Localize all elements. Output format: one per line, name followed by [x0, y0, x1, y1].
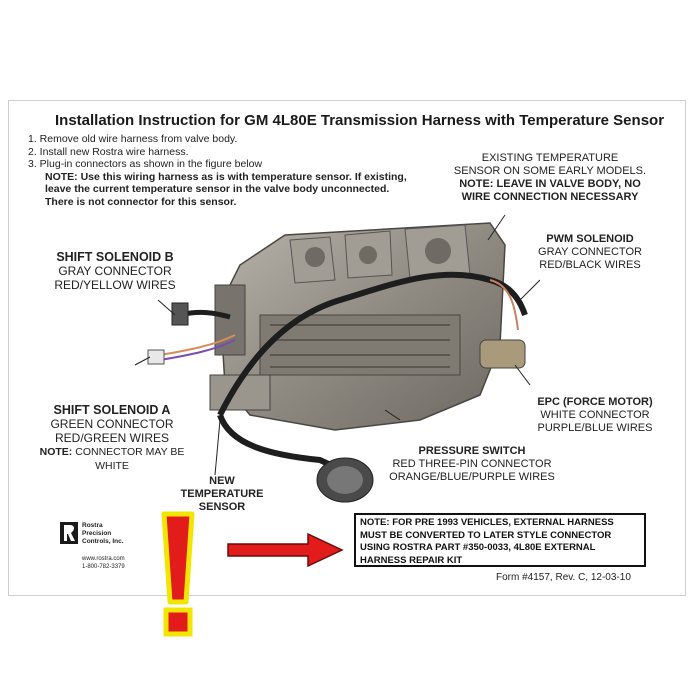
page-title: Installation Instruction for GM 4L80E Tr… — [55, 112, 665, 129]
valve-body-illustration — [134, 214, 540, 503]
wire-harness — [217, 271, 528, 417]
step-1: 1. Remove old wire harness from valve bo… — [28, 133, 238, 145]
shift-solenoid-a-callout: SHIFT SOLENOID A GREEN CONNECTOR RED/GRE… — [39, 403, 185, 472]
step-2: 2. Install new Rostra wire harness. — [28, 145, 189, 158]
logo-website: www.rostra.com — [82, 556, 125, 562]
right-arrow-icon — [227, 532, 344, 568]
pre-1993-notice: NOTE: FOR PRE 1993 VEHICLES, EXTERNAL HA… — [354, 513, 646, 567]
epc-solenoid — [479, 339, 526, 369]
shift-a-connector — [147, 349, 165, 365]
instruction-steps: 1. Remove old wire harness from valve bo… — [28, 133, 407, 208]
new-temp-sensor-callout: NEW TEMPERATURE SENSOR — [180, 475, 264, 513]
rostra-logo-icon — [60, 522, 78, 544]
existing-temp-callout: EXISTING TEMPERATURE SENSOR ON SOME EARL… — [453, 152, 647, 203]
shift-b-connector — [171, 302, 189, 326]
logo-phone: 1-800-782-3379 — [82, 564, 125, 570]
pressure-switch-callout: PRESSURE SWITCH RED THREE-PIN CONNECTOR … — [389, 445, 555, 483]
usage-note: NOTE: Use this wiring harness as is with… — [45, 170, 407, 208]
pwm-solenoid-callout: PWM SOLENOID GRAY CONNECTOR RED/BLACK WI… — [538, 233, 642, 271]
step-3: 3. Plug-in connectors as shown in the fi… — [28, 158, 263, 170]
epc-callout: EPC (FORCE MOTOR) WHITE CONNECTOR PURPLE… — [537, 396, 653, 434]
exclamation-icon — [161, 511, 195, 637]
form-number: Form #4157, Rev. C, 12-03-10 — [496, 572, 631, 583]
shift-solenoid-b-callout: SHIFT SOLENOID B GRAY CONNECTOR RED/YELL… — [54, 250, 176, 292]
